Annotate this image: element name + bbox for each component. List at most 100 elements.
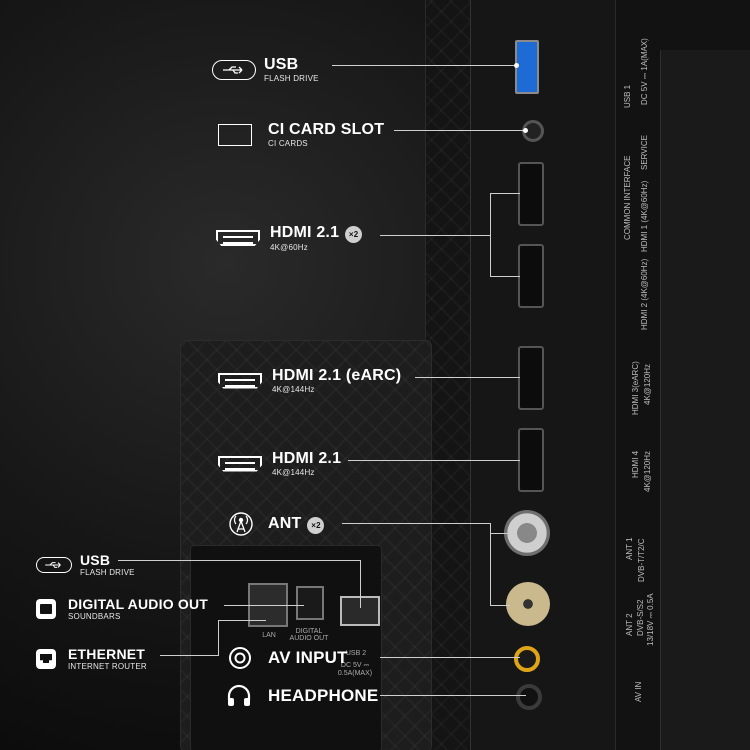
print-av-in: AV IN [634, 681, 643, 702]
av-in-port[interactable] [514, 646, 540, 672]
callout-line-usb-top [332, 65, 518, 66]
print-hdmi3-rate: 4K@120Hz [643, 363, 652, 405]
print-ant2-power: 13/18V ⎓ 0.5A [646, 593, 655, 646]
digital-audio-sub: SOUNDBARS [68, 612, 121, 621]
usb-top-title: USB [264, 56, 299, 73]
label-hdmi-x2: HDMI 2.1 ×2 4K@60Hz [216, 224, 363, 252]
hdmi-icon [218, 455, 262, 472]
panel-lan-text: LAN [262, 632, 276, 639]
print-hdmi1: HDMI 1 (4K@60Hz) [640, 180, 649, 252]
antenna-icon [229, 512, 253, 536]
print-ant2: ANT 2 [625, 613, 634, 636]
label-digital-audio: DIGITAL AUDIO OUT SOUNDBARS [36, 596, 208, 621]
hdmi-icon [216, 230, 260, 246]
label-headphone: HEADPHONE [226, 684, 378, 708]
label-ethernet: ETHERNET INTERNET ROUTER [36, 646, 147, 671]
callout-line-ethernet [160, 655, 218, 656]
hdmi-x2-title: HDMI 2.1 ×2 [270, 224, 363, 243]
side-port-recess [190, 545, 382, 750]
print-ant1: ANT 1 [625, 537, 634, 560]
ant-title-text: ANT [268, 514, 302, 532]
callout-dot-ci [523, 128, 528, 133]
callout-line-av [380, 657, 520, 658]
print-hdmi4-rate: 4K@120Hz [643, 450, 652, 492]
print-hdmi3: HDMI 3(eARC) [631, 361, 640, 415]
ant-badge: ×2 [307, 516, 325, 534]
callout-dot-usb-top [514, 63, 519, 68]
label-ci: CI CARD SLOT CI CARDS [218, 121, 384, 148]
callout-line-headphone [380, 695, 526, 696]
ant2-port[interactable] [506, 582, 550, 626]
hdmi-earc-sub: 4K@144Hz [272, 385, 315, 394]
callout-vline-ethernet [218, 620, 219, 656]
digital-audio-title: DIGITAL AUDIO OUT [68, 596, 209, 612]
io-board [470, 0, 621, 750]
ci-card-icon [218, 123, 252, 146]
callout-line-ethernet-b [218, 620, 266, 621]
chassis-inner [660, 50, 750, 750]
usb-top-sub: FLASH DRIVE [264, 74, 319, 83]
ci-title: CI CARD SLOT [268, 121, 385, 138]
ethernet-title: ETHERNET [68, 646, 146, 662]
av-input-title: AV INPUT [268, 648, 348, 667]
usb-icon [36, 556, 72, 573]
label-usb-bottom: USB FLASH DRIVE [36, 552, 135, 577]
callout-vline-ant [490, 523, 491, 606]
print-ant1-std: DVB-T/T2/C [637, 538, 646, 582]
print-ant2-std: DVB-S/S2 [636, 599, 645, 636]
headphone-title: HEADPHONE [268, 686, 379, 705]
hdmi-sub: 4K@144Hz [272, 468, 315, 477]
hdmi-title: HDMI 2.1 [272, 450, 342, 467]
hdmi2-port[interactable] [518, 244, 544, 308]
usb-bottom-sub: FLASH DRIVE [80, 568, 135, 577]
av-icon [229, 647, 251, 669]
callout-line-ant1 [490, 533, 508, 534]
ant1-port[interactable] [504, 510, 550, 556]
label-hdmi-earc: HDMI 2.1 (eARC) 4K@144Hz [218, 367, 401, 394]
callout-line-hdmi-x2-b [490, 276, 520, 277]
callout-line-usb-bottom [118, 560, 360, 561]
label-av-input: AV INPUT [228, 646, 348, 670]
headphone-icon [227, 684, 251, 706]
usb1-port[interactable] [515, 40, 539, 94]
print-service: SERVICE [640, 135, 649, 170]
callout-line-hdmi-earc [415, 377, 520, 378]
hdmi-x2-badge: ×2 [345, 226, 363, 243]
optical-icon [36, 598, 56, 619]
hdmi-earc-title: HDMI 2.1 (eARC) [272, 367, 402, 384]
callout-line-hdmi-x2-a [490, 193, 520, 194]
callout-line-hdmi [348, 460, 520, 461]
optical-port[interactable] [296, 586, 324, 620]
ethernet-icon [36, 648, 56, 669]
hdmi-icon [218, 372, 262, 389]
ethernet-sub: INTERNET ROUTER [68, 662, 147, 671]
print-hdmi4: HDMI 4 [631, 450, 640, 478]
ant-title: ANT ×2 [268, 514, 325, 534]
callout-vline-hdmi-x2 [490, 193, 491, 277]
callout-line-ci [394, 130, 526, 131]
label-hdmi: HDMI 2.1 4K@144Hz [218, 450, 341, 477]
label-usb-top: USB FLASH DRIVE [212, 56, 319, 83]
ci-sub: CI CARDS [268, 139, 308, 148]
hdmi-x2-sub: 4K@60Hz [270, 243, 308, 252]
headphone-port[interactable] [516, 684, 542, 710]
usb-icon [212, 59, 256, 80]
hdmi1-port[interactable] [518, 162, 544, 226]
panel-digital-audio-text: DIGITAL AUDIO OUT [289, 628, 329, 642]
print-usb1: USB 1 [623, 84, 632, 108]
callout-line-ant2 [490, 605, 510, 606]
usb-bottom-title: USB [80, 552, 111, 568]
print-hdmi2: HDMI 2 (4K@60Hz) [640, 258, 649, 330]
callout-line-hdmi-x2 [380, 235, 490, 236]
panel-usb2-text: USB 2 [345, 650, 367, 657]
label-ant: ANT ×2 [228, 511, 325, 537]
callout-line-ant [342, 523, 490, 524]
hdmi3-port[interactable] [518, 346, 544, 410]
hdmi4-port[interactable] [518, 428, 544, 492]
callout-line-digital-audio [224, 605, 304, 606]
print-usb1-power: DC 5V ⎓ 1A(MAX) [640, 38, 649, 105]
callout-vline-usb-bottom [360, 560, 361, 608]
hdmi-x2-title-text: HDMI 2.1 [270, 224, 340, 241]
panel-usb2-power-text: DC 5V ⎓ 0.5A(MAX) [337, 662, 373, 677]
